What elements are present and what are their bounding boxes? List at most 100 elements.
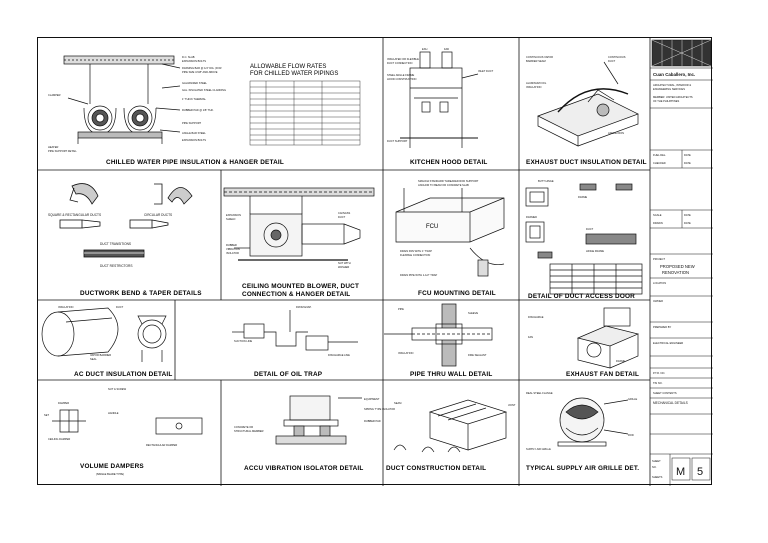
svg-text:ANCHOR TO BEAM OR CONCRETE SLA: ANCHOR TO BEAM OR CONCRETE SLAB	[418, 183, 469, 187]
svg-text:SUPPLY AIR GRILLE: SUPPLY AIR GRILLE	[526, 447, 551, 451]
duct-transitions-label: DUCT TRANSITIONS	[100, 242, 131, 246]
svg-text:SUCTION LINE: SUCTION LINE	[234, 339, 252, 343]
svg-text:OF THE PHILIPPINES: OF THE PHILIPPINES	[653, 99, 679, 103]
svg-text:ENGINEERING SERVICES: ENGINEERING SERVICES	[653, 87, 685, 91]
svg-text:PIPE: PIPE	[398, 307, 404, 311]
svg-text:VAPOR BARRIER: VAPOR BARRIER	[90, 353, 111, 357]
company-name: Cuan Caballero, Inc.	[653, 72, 695, 77]
svg-text:FROM EVAP.: FROM EVAP.	[296, 305, 312, 309]
svg-text:DRAIN PIPE WITH 1-1/2" TRAP: DRAIN PIPE WITH 1-1/2" TRAP	[400, 273, 437, 277]
svg-text:INLET DUCT: INLET DUCT	[478, 69, 494, 73]
svg-text:RUBBER PAD: RUBBER PAD	[364, 419, 381, 423]
oil-trap-title: DETAIL OF OIL TRAP	[254, 371, 323, 378]
svg-text:EXPANSION BOLTS: EXPANSION BOLTS	[182, 59, 206, 63]
svg-text:SET: SET	[44, 413, 49, 417]
svg-text:ISOLATOR: ISOLATOR	[226, 251, 239, 255]
svg-text:FRAME: FRAME	[578, 195, 587, 199]
page-label: M	[676, 466, 685, 478]
svg-text:MEMBER: UNITED ARCHITECTS: MEMBER: UNITED ARCHITECTS	[653, 95, 693, 99]
svg-text:DATE: DATE	[684, 213, 691, 217]
svg-text:HEATER: HEATER	[48, 145, 58, 149]
svg-text:ALUMINUM FOIL: ALUMINUM FOIL	[526, 81, 547, 85]
svg-text:DUCT SUPPORT: DUCT SUPPORT	[387, 139, 408, 143]
exhaust-fan-title: EXHAUST FAN DETAIL	[566, 371, 639, 378]
chilled-water-drawing	[63, 55, 181, 144]
svg-text:BARRIER SEAM: BARRIER SEAM	[526, 59, 546, 63]
svg-text:DUCT: DUCT	[338, 215, 346, 219]
volume-dampers-drawing	[52, 409, 203, 435]
svg-text:FIRE SEALANT: FIRE SEALANT	[468, 353, 487, 357]
svg-text:NO.: NO.	[652, 465, 657, 469]
accu-vibration-drawing	[275, 395, 362, 445]
svg-text:DRAWN: DRAWN	[653, 221, 663, 225]
drawing-canvas: D.C. SLAB EXPANSION BOLTS FRAMING BAR @ …	[38, 38, 713, 486]
exhaust-fan-drawing	[576, 307, 640, 369]
svg-text:GAL. INSULATED STEEL CLADDING: GAL. INSULATED STEEL CLADDING	[182, 88, 226, 92]
square-rect-label: SQUARE & RECTANGULAR DUCTS	[48, 213, 101, 217]
svg-text:D.C. SLAB: D.C. SLAB	[182, 55, 195, 59]
svg-text:RUBBER: RUBBER	[226, 243, 237, 247]
svg-text:SEAM: SEAM	[394, 401, 401, 405]
svg-text:CLAMPER: CLAMPER	[48, 93, 61, 97]
svg-text:FUEL DEL.: FUEL DEL.	[653, 153, 666, 157]
fcu-mounting-title: FCU MOUNTING DETAIL	[418, 290, 496, 297]
svg-text:ELECTRICAL ENGINEER: ELECTRICAL ENGINEER	[653, 341, 683, 345]
svg-text:CANVASS: CANVASS	[338, 211, 350, 215]
svg-text:EQUIPMENT: EQUIPMENT	[364, 397, 380, 401]
fcu-label: FCU	[426, 224, 438, 230]
svg-text:CONCRETE OR: CONCRETE OR	[234, 425, 253, 429]
svg-text:PREPARED BY: PREPARED BY	[653, 325, 672, 329]
svg-text:NUT & SCREW: NUT & SCREW	[108, 387, 127, 391]
svg-text:FRAMING BAR @ 1/4" DIA. (FOR: FRAMING BAR @ 1/4" DIA. (FOR	[182, 66, 222, 70]
svg-text:STRUCTURAL MEMBER: STRUCTURAL MEMBER	[234, 429, 264, 433]
svg-text:CONTINUOUS VAPOR: CONTINUOUS VAPOR	[526, 55, 553, 59]
svg-text:1" THICK THERMAL: 1" THICK THERMAL	[182, 97, 206, 101]
svg-text:SHIELD: SHIELD	[226, 217, 235, 221]
pipe-thru-wall-drawing	[384, 303, 493, 367]
svg-text:FRAMED: FRAMED	[526, 215, 537, 219]
drawing-sheet: D.C. SLAB EXPANSION BOLTS FRAMING BAR @ …	[37, 37, 713, 486]
svg-text:SCALE: SCALE	[653, 213, 662, 217]
svg-text:DUCT: DUCT	[608, 59, 616, 63]
svg-text:SMACNA STANDARD THREADED ROD S: SMACNA STANDARD THREADED ROD SUPPORT	[418, 179, 479, 183]
svg-text:GALVANIZED STEEL: GALVANIZED STEEL	[182, 81, 208, 85]
svg-text:WASHER: WASHER	[338, 265, 349, 269]
svg-text:CONTINUOUS: CONTINUOUS	[608, 55, 626, 59]
svg-text:LOCATION: LOCATION	[653, 281, 666, 285]
svg-text:EXH: EXH	[422, 47, 427, 51]
svg-text:DISCHARGE LINE: DISCHARGE LINE	[328, 353, 350, 357]
svg-text:FAD: FAD	[444, 47, 449, 51]
fcu-mounting-drawing	[395, 188, 505, 277]
svg-text:FAN: FAN	[528, 335, 533, 339]
svg-text:VIBRATION: VIBRATION	[226, 247, 240, 251]
svg-text:DATE: DATE	[684, 221, 691, 225]
circular-label: CIRCULAR DUCTS	[144, 213, 172, 217]
ceiling-damper-label: CEILING DAMPER	[48, 437, 70, 441]
accu-vibration-title: ACCU VIBRATION ISOLATOR DETAIL	[244, 465, 364, 472]
svg-text:JOINT: JOINT	[508, 403, 516, 407]
svg-text:DISCHARGE: DISCHARGE	[528, 315, 544, 319]
duct-construction-drawing	[393, 399, 508, 453]
duct-access-door-drawing	[525, 183, 643, 295]
svg-text:INSULATION: INSULATION	[398, 351, 413, 355]
sheet-description: MECHANICAL DETAILS	[653, 401, 688, 405]
svg-text:DUCT: DUCT	[586, 227, 594, 231]
svg-text:ARCHITECTURAL, INTERIOR &: ARCHITECTURAL, INTERIOR &	[653, 83, 691, 87]
svg-text:DATE: DATE	[684, 161, 691, 165]
svg-text:INSULATION: INSULATION	[526, 85, 541, 89]
page-number: 5	[697, 466, 703, 478]
duct-construction-title: DUCT CONSTRUCTION DETAIL	[386, 465, 486, 472]
project-line-1: PROPOSED NEW	[660, 264, 695, 269]
svg-text:P.T.R. NO.: P.T.R. NO.	[653, 371, 665, 375]
svg-text:SLEEVE: SLEEVE	[468, 311, 478, 315]
duct-restrictors-label: DUCT RESTRICTORS	[100, 264, 132, 268]
chilled-water-title: CHILLED WATER PIPE INSULATION & HANGER D…	[106, 159, 284, 166]
ac-duct-insulation-title: AC DUCT INSULATION DETAIL	[74, 371, 172, 378]
svg-text:SHEETS: SHEETS	[652, 475, 663, 479]
svg-text:INSULATION: INSULATION	[58, 305, 73, 309]
svg-text:DAMPER: DAMPER	[58, 401, 69, 405]
svg-text:DATE: DATE	[684, 153, 691, 157]
svg-text:STEEL ANGLE FRAME: STEEL ANGLE FRAME	[387, 73, 415, 77]
svg-text:FRAME: FRAME	[616, 359, 625, 363]
svg-text:EXPANSION BOLTS: EXPANSION BOLTS	[182, 138, 206, 142]
